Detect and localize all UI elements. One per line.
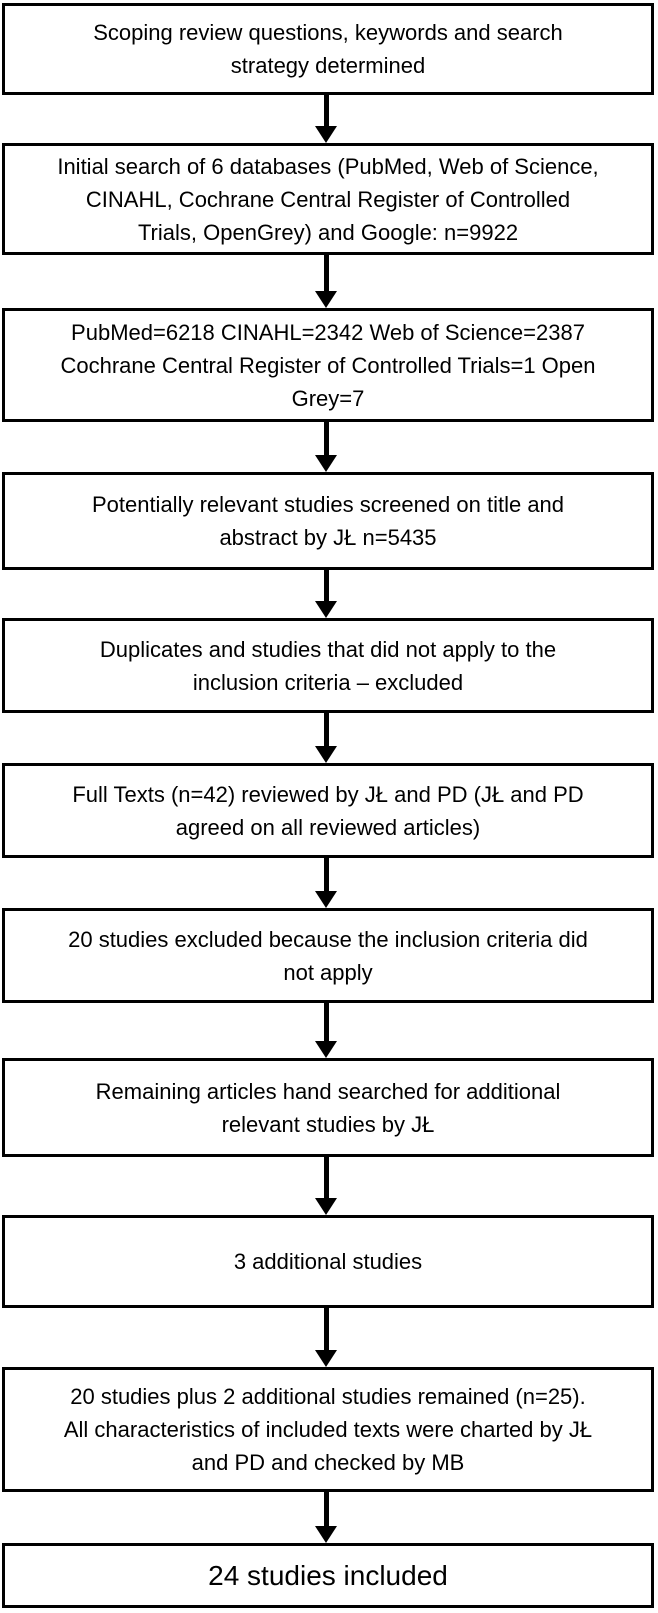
arrow-stem bbox=[323, 713, 329, 746]
arrow-head-icon bbox=[315, 291, 337, 308]
flow-box-text: Full Texts (n=42) reviewed by JŁ and PD … bbox=[72, 781, 584, 840]
flow-box-title-abstract-screening: Potentially relevant studies screened on… bbox=[2, 472, 654, 570]
flow-box-text: Duplicates and studies that did not appl… bbox=[99, 636, 557, 695]
arrow-stem bbox=[323, 1003, 329, 1041]
down-arrow bbox=[315, 1492, 337, 1543]
flow-box-studies-excluded: 20 studies excluded because the inclusio… bbox=[2, 908, 654, 1003]
arrow-head-icon bbox=[315, 891, 337, 908]
down-arrow bbox=[315, 422, 337, 472]
flow-box-search-strategy: Scoping review questions, keywords and s… bbox=[2, 3, 654, 95]
down-arrow bbox=[315, 713, 337, 763]
down-arrow bbox=[315, 1308, 337, 1367]
flow-box-studies-included: 24 studies included bbox=[2, 1543, 654, 1608]
arrow-head-icon bbox=[315, 455, 337, 472]
flow-box-text: 20 studies excluded because the inclusio… bbox=[68, 926, 588, 985]
flow-box-text: Remaining articles hand searched for add… bbox=[95, 1078, 561, 1137]
flow-box-text: PubMed=6218 CINAHL=2342 Web of Science=2… bbox=[60, 319, 596, 411]
down-arrow bbox=[315, 570, 337, 618]
down-arrow bbox=[315, 1003, 337, 1058]
flow-box-text: 3 additional studies bbox=[233, 1249, 423, 1274]
down-arrow bbox=[315, 1157, 337, 1215]
arrow-head-icon bbox=[315, 1350, 337, 1367]
down-arrow bbox=[315, 858, 337, 908]
arrow-head-icon bbox=[315, 1198, 337, 1215]
flow-box-text: 20 studies plus 2 additional studies rem… bbox=[63, 1384, 593, 1475]
arrow-stem bbox=[323, 255, 329, 291]
arrow-head-icon bbox=[315, 746, 337, 763]
arrow-head-icon bbox=[315, 1526, 337, 1543]
arrow-head-icon bbox=[315, 126, 337, 143]
flow-box-hand-search: Remaining articles hand searched for add… bbox=[2, 1058, 654, 1157]
arrow-stem bbox=[323, 570, 329, 601]
flow-box-text: 24 studies included bbox=[208, 1559, 448, 1591]
arrow-stem bbox=[323, 95, 329, 126]
arrow-stem bbox=[323, 422, 329, 455]
arrow-stem bbox=[323, 1492, 329, 1526]
down-arrow bbox=[315, 255, 337, 308]
arrow-stem bbox=[323, 858, 329, 891]
down-arrow bbox=[315, 95, 337, 143]
arrow-head-icon bbox=[315, 1041, 337, 1058]
flow-box-duplicates-excluded: Duplicates and studies that did not appl… bbox=[2, 618, 654, 713]
flow-box-text: Scoping review questions, keywords and s… bbox=[93, 20, 563, 78]
flow-box-full-text-review: Full Texts (n=42) reviewed by JŁ and PD … bbox=[2, 763, 654, 858]
flow-box-initial-search: Initial search of 6 databases (PubMed, W… bbox=[2, 143, 654, 255]
flow-box-text: Potentially relevant studies screened on… bbox=[91, 492, 565, 550]
arrow-head-icon bbox=[315, 601, 337, 618]
arrow-stem bbox=[323, 1157, 329, 1198]
flow-box-additional-studies: 3 additional studies bbox=[2, 1215, 654, 1308]
flow-box-database-counts: PubMed=6218 CINAHL=2342 Web of Science=2… bbox=[2, 308, 654, 422]
arrow-stem bbox=[323, 1308, 329, 1350]
flow-box-studies-remained: 20 studies plus 2 additional studies rem… bbox=[2, 1367, 654, 1492]
flow-box-text: Initial search of 6 databases (PubMed, W… bbox=[57, 153, 599, 245]
